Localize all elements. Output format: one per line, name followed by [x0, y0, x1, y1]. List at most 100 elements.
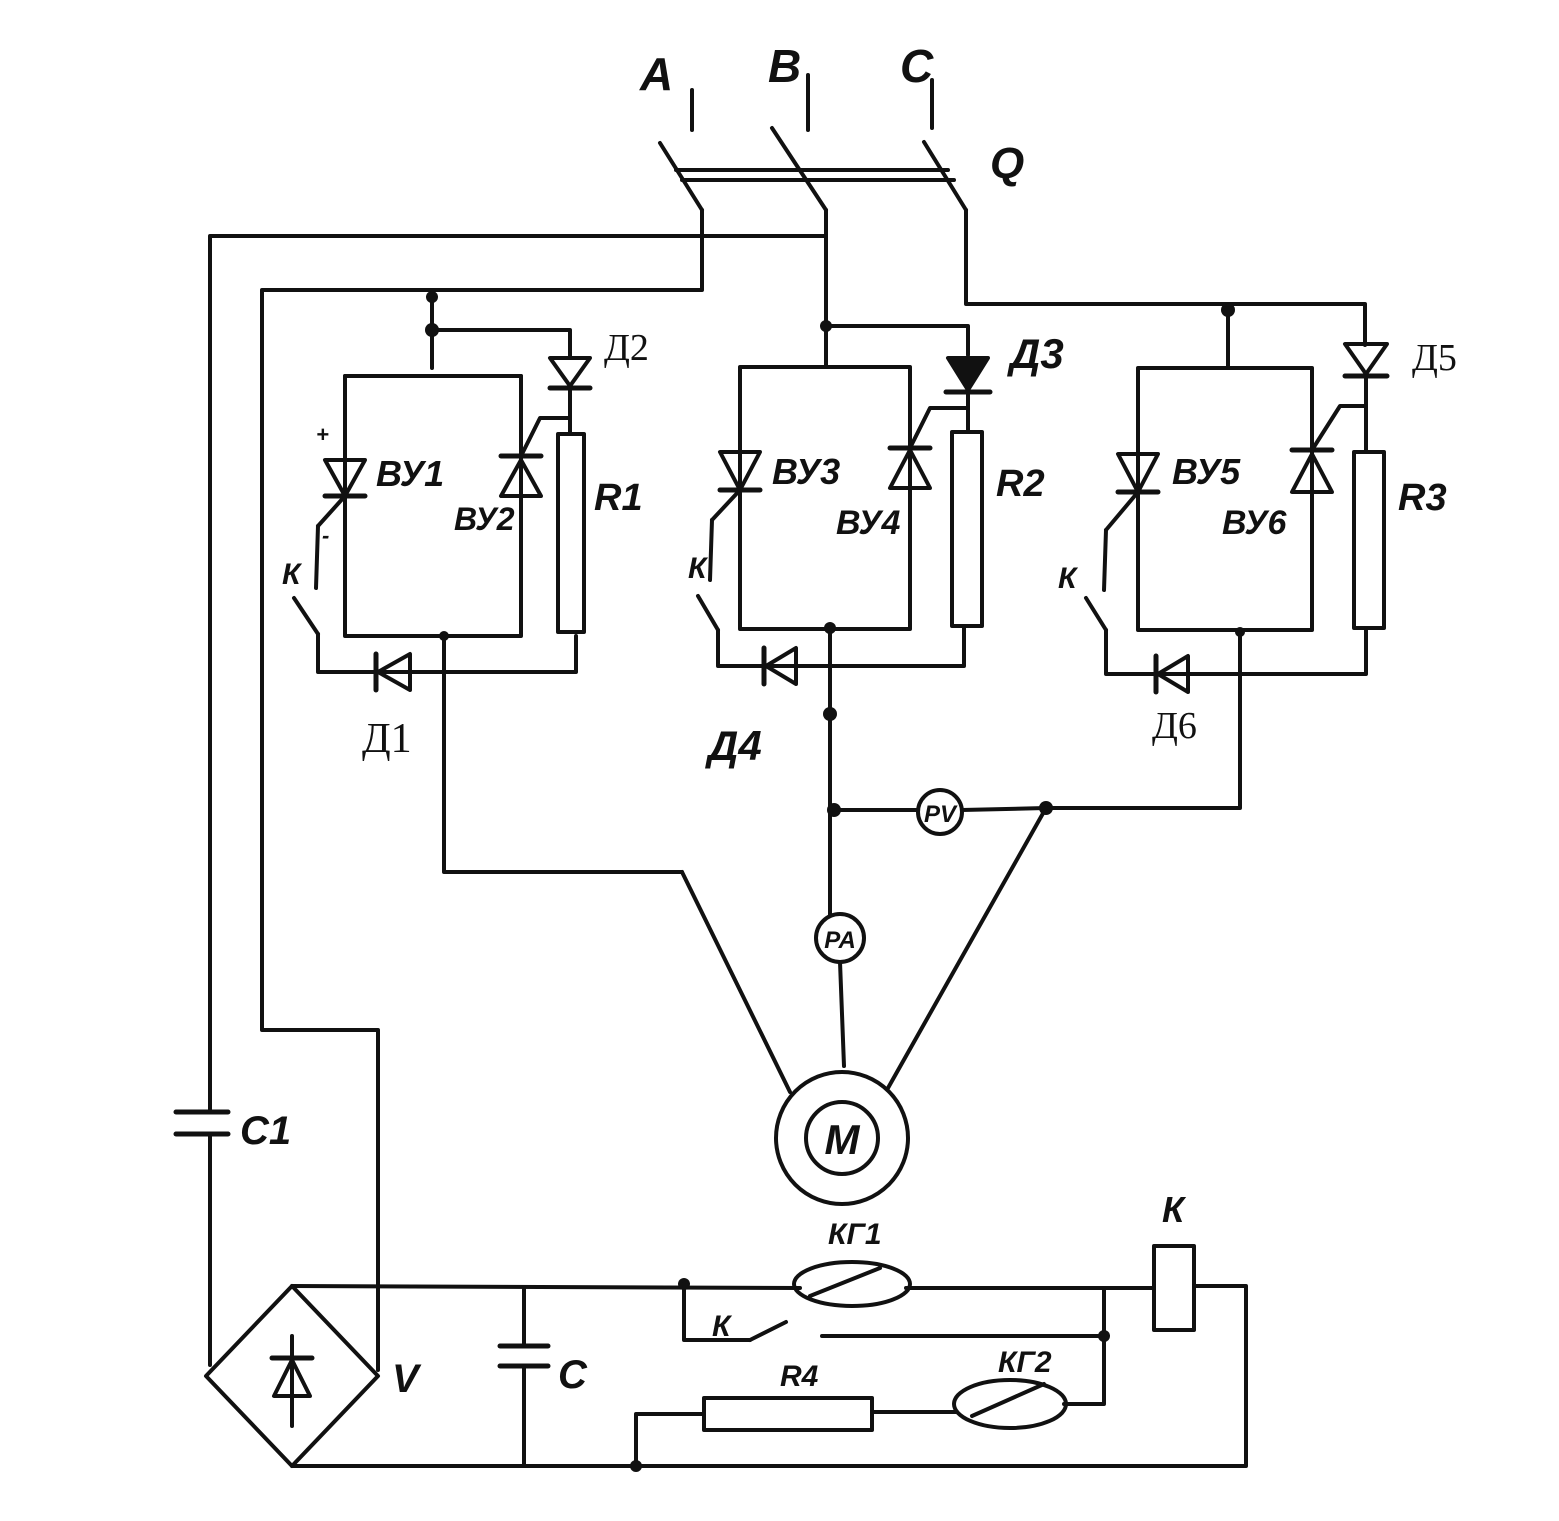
r2-label: R2 [996, 463, 1045, 505]
phase-b-feed-to-c1 [208, 208, 828, 1112]
bridge-diode-icon [269, 1334, 315, 1428]
motor-phase-3-wire [886, 806, 1048, 1090]
junction-b1 [820, 320, 832, 332]
k-label-3: К [1058, 562, 1079, 595]
c-label: С [558, 1353, 588, 1397]
junction-a2 [425, 323, 439, 337]
block-3-output-wire [1044, 630, 1242, 810]
thyristor-vu4 [887, 406, 970, 490]
kg2-label: КГ2 [998, 1346, 1052, 1379]
thyristor-vu2 [498, 416, 570, 498]
k-label-1: К [282, 558, 303, 591]
phase-a-feed-to-bridge [260, 208, 704, 1372]
vu2-label: ВУ2 [454, 501, 515, 537]
reed-switch-kg1 [792, 1260, 912, 1308]
diode-d4 [761, 645, 798, 687]
block-3-bottom-wire [1104, 626, 1368, 676]
resistor-r3 [1352, 450, 1386, 630]
pv-right-wire [960, 806, 1048, 812]
dc-plus-bus-right [904, 1286, 1106, 1406]
d5-label: Д5 [1412, 337, 1457, 379]
relay-contact-label: К [712, 1310, 733, 1343]
kg2-contact [970, 1382, 1046, 1418]
diode-d5 [1342, 342, 1390, 454]
phase-c-label: C [900, 40, 934, 92]
d3-label: Д3 [1007, 330, 1064, 377]
junction-c1 [1221, 303, 1235, 317]
motor-inner [804, 1100, 880, 1176]
thyristor-vu1 [314, 458, 368, 590]
k-contact-3 [1084, 596, 1108, 632]
switch-q-label: Q [990, 139, 1024, 188]
d4-label: Д4 [705, 722, 762, 769]
diode-d6 [1153, 653, 1190, 695]
phase-c-feed [964, 208, 1367, 347]
pa-label: PA [824, 927, 856, 954]
vu1-label: ВУ1 [376, 453, 444, 494]
thyristor-vu3 [708, 450, 763, 582]
r3-label: R3 [1398, 477, 1447, 519]
kg1-contact [808, 1266, 882, 1298]
resistor-r4 [702, 1396, 874, 1432]
block-2-junction-1 [823, 707, 837, 721]
bridge-label: V [392, 1357, 422, 1401]
dc-minus-bus [290, 1284, 1248, 1468]
junction-relay [1098, 1330, 1110, 1342]
measurement-and-motor: PV PA М [680, 788, 1053, 1206]
vu5-label: ВУ5 [1172, 451, 1241, 492]
block-1-output-wire [442, 634, 684, 874]
dc-plus-bus [290, 1284, 802, 1290]
supply-wiring [208, 208, 1367, 1372]
thyristor-vu6 [1289, 404, 1368, 494]
phase-b-to-d3 [824, 324, 970, 357]
relay-coil-label: К [1162, 1189, 1187, 1230]
vu4-label: ВУ4 [836, 504, 900, 542]
k-label-2: К [688, 552, 709, 585]
c1-label: С1 [240, 1109, 291, 1153]
block-3-frame [1136, 366, 1314, 632]
r4-label: R4 [780, 1360, 819, 1393]
d1-label: Д1 [362, 716, 412, 762]
relay-contact-k [748, 1320, 788, 1342]
motor-phase-1-wire [680, 870, 792, 1094]
pa-to-motor [838, 960, 846, 1068]
vu1-minus-label: - [322, 523, 329, 548]
vu1-plus-label: + [316, 422, 329, 447]
three-pole-switch-q: Q [658, 126, 1024, 212]
switch-q-blade-a [658, 141, 704, 212]
k-contact-1 [292, 596, 320, 636]
d2-label: Д2 [604, 327, 649, 369]
thyristor-block-3: ВУ5 ВУ6 Д5 R3 К Д6 [1044, 337, 1457, 810]
r4-lead-left [634, 1412, 706, 1468]
diode-d2 [547, 356, 593, 434]
switch-q-blade-c [922, 140, 968, 212]
diode-d1 [373, 651, 412, 693]
control-circuit: С1 V КГ1 К К С [173, 1109, 1248, 1472]
phase-inputs: A B C [639, 40, 934, 132]
phase-a-label: A [639, 48, 673, 100]
relay-contact-left [682, 1282, 752, 1342]
motor-outer [774, 1070, 910, 1206]
d6-label: Д6 [1152, 705, 1197, 747]
kg1-label: КГ1 [828, 1218, 882, 1251]
resistor-r1 [556, 432, 586, 634]
pv-label: PV [924, 801, 958, 828]
thyristor-block-1: + - ВУ1 ВУ2 Д2 R1 К Д1 [282, 327, 684, 874]
thyristor-vu5 [1102, 452, 1161, 592]
r1-label: R1 [594, 477, 643, 519]
resistor-r2 [950, 430, 984, 628]
vu6-label: ВУ6 [1222, 504, 1287, 542]
motor-label: М [825, 1116, 861, 1163]
junction-a1 [426, 291, 438, 303]
phase-a-to-d2 [430, 328, 572, 360]
relay-coil-k [1152, 1244, 1196, 1332]
diode-d3 [943, 356, 993, 432]
reed-switch-kg2 [952, 1378, 1068, 1430]
vu3-label: ВУ3 [772, 451, 840, 492]
phase-b-label: B [768, 40, 801, 92]
block-1-bottom-wire [316, 632, 578, 674]
thyristor-block-2: ВУ3 ВУ4 Д3 R2 К Д4 [688, 330, 1064, 918]
block-2-frame [738, 365, 912, 631]
